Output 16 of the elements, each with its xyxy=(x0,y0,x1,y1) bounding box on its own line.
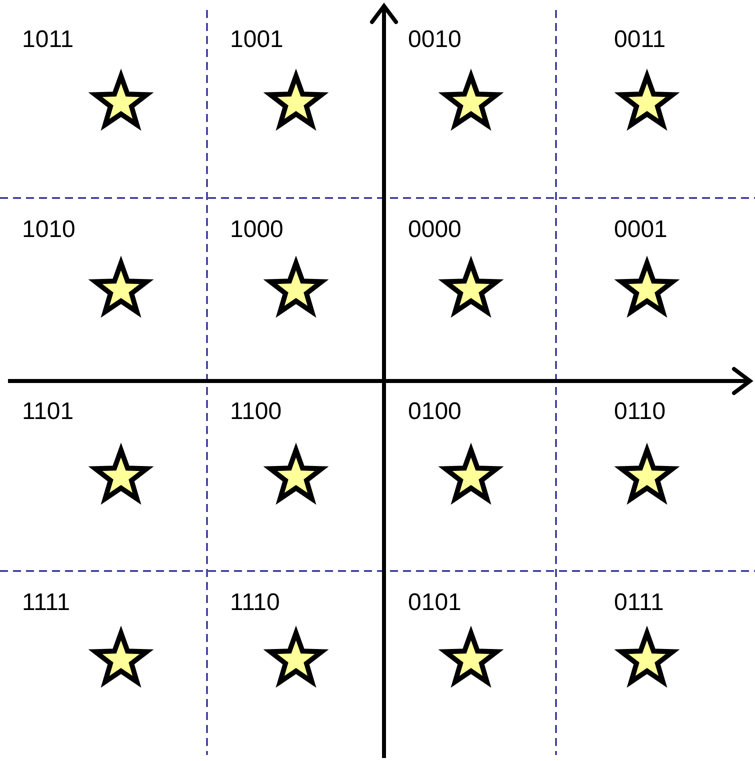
bit-label: 1011 xyxy=(22,26,74,54)
bit-label: 0100 xyxy=(408,398,462,426)
bit-label: 0001 xyxy=(614,216,668,244)
bit-label: 1001 xyxy=(230,26,284,54)
bit-label: 1100 xyxy=(230,398,282,426)
bit-label: 1000 xyxy=(230,216,284,244)
bit-label: 0101 xyxy=(408,589,462,617)
bit-label: 0011 xyxy=(614,26,666,54)
bit-label: 0010 xyxy=(408,26,462,54)
bit-label: 1111 xyxy=(22,589,70,617)
bit-label: 0110 xyxy=(614,398,666,426)
bit-label: 0111 xyxy=(614,589,664,617)
bit-label: 1010 xyxy=(22,216,76,244)
bit-label: 1110 xyxy=(230,589,280,617)
bit-label: 0000 xyxy=(408,216,462,244)
bit-label: 1101 xyxy=(22,398,74,426)
